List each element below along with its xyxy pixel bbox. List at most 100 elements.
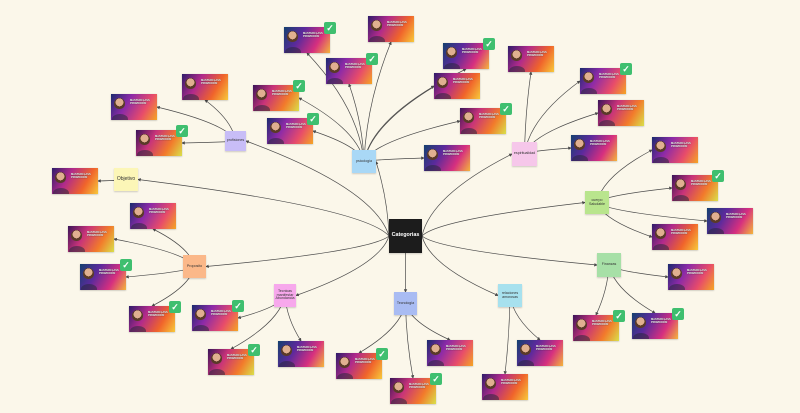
- presenter-photo: [446, 47, 457, 58]
- video-thumbnail[interactable]: MASTERCLASS PROMOCIÓN: [652, 137, 698, 163]
- link-profisiones: [245, 140, 390, 237]
- presenter-photo: [710, 212, 721, 223]
- video-thumbnail[interactable]: MASTERCLASS PROMOCIÓN: [508, 46, 554, 72]
- presenter-photo: [635, 317, 646, 328]
- video-thumbnail[interactable]: MASTERCLASS PROMOCIÓN: [707, 208, 753, 234]
- thumbnail-caption: MASTERCLASS PROMOCIÓN: [148, 311, 168, 318]
- video-thumbnail[interactable]: MASTERCLASS PROMOCIÓN: [668, 264, 714, 290]
- check-icon: ✓: [620, 63, 632, 75]
- link-tecnicas: [295, 235, 390, 297]
- thumbnail-caption: MASTERCLASS PROMOCIÓN: [130, 99, 150, 106]
- video-thumbnail[interactable]: MASTERCLASS PROMOCIÓN: [284, 27, 330, 53]
- presenter-photo: [393, 382, 404, 393]
- presenter-photo: [430, 344, 441, 355]
- category-node-tecnologia[interactable]: Tecnologia: [394, 292, 417, 315]
- presenter-body: [581, 88, 597, 94]
- presenter-body: [572, 155, 588, 161]
- video-thumbnail[interactable]: MASTERCLASS PROMOCIÓN: [267, 118, 313, 144]
- video-thumbnail[interactable]: MASTERCLASS PROMOCIÓN: [434, 73, 480, 99]
- video-thumbnail[interactable]: MASTERCLASS PROMOCIÓN: [129, 306, 175, 332]
- check-icon: ✓: [176, 125, 188, 137]
- video-thumbnail[interactable]: MASTERCLASS PROMOCIÓN: [571, 135, 617, 161]
- presenter-body: [669, 284, 685, 290]
- presenter-body: [653, 244, 669, 250]
- presenter-photo: [511, 50, 522, 61]
- link-finanzas: [421, 235, 598, 267]
- video-thumbnail[interactable]: MASTERCLASS PROMOCIÓN: [136, 130, 182, 156]
- video-thumbnail[interactable]: MASTERCLASS PROMOCIÓN: [517, 340, 563, 366]
- thumbnail-caption: MASTERCLASS PROMOCIÓN: [387, 21, 407, 28]
- center-node[interactable]: Categorias: [389, 219, 422, 253]
- video-thumbnail[interactable]: MASTERCLASS PROMOCIÓN: [80, 264, 126, 290]
- presenter-photo: [287, 31, 298, 42]
- presenter-body: [53, 188, 69, 194]
- category-node-profisiones[interactable]: profisiones: [225, 131, 246, 151]
- video-thumbnail[interactable]: MASTERCLASS PROMOCIÓN: [192, 305, 238, 331]
- video-thumbnail[interactable]: MASTERCLASS PROMOCIÓN: [336, 353, 382, 379]
- video-thumbnail[interactable]: MASTERCLASS PROMOCIÓN: [652, 224, 698, 250]
- video-thumbnail[interactable]: MASTERCLASS PROMOCIÓN: [368, 16, 414, 42]
- video-thumbnail[interactable]: MASTERCLASS PROMOCIÓN: [672, 175, 718, 201]
- link-thumb-19: [596, 202, 708, 223]
- video-thumbnail[interactable]: MASTERCLASS PROMOCIÓN: [68, 226, 114, 252]
- presenter-photo: [574, 139, 585, 150]
- video-thumbnail[interactable]: MASTERCLASS PROMOCIÓN: [460, 108, 506, 134]
- presenter-body: [708, 228, 724, 234]
- check-icon: ✓: [169, 301, 181, 313]
- video-thumbnail[interactable]: MASTERCLASS PROMOCIÓN: [52, 168, 98, 194]
- presenter-body: [130, 326, 146, 332]
- check-icon: ✓: [500, 103, 512, 115]
- link-thumb-3: [306, 52, 365, 162]
- presenter-body: [425, 165, 441, 171]
- video-thumbnail[interactable]: MASTERCLASS PROMOCIÓN: [632, 313, 678, 339]
- category-node-tecnicas[interactable]: Tecnicas manifestar Abundancia: [274, 284, 296, 307]
- thumbnail-caption: MASTERCLASS PROMOCIÓN: [462, 48, 482, 55]
- category-node-relaciones[interactable]: relaciones amorosas: [498, 284, 522, 307]
- video-thumbnail[interactable]: MASTERCLASS PROMOCIÓN: [208, 349, 254, 375]
- video-thumbnail[interactable]: MASTERCLASS PROMOCIÓN: [278, 341, 324, 367]
- presenter-body: [81, 284, 97, 290]
- presenter-body: [518, 360, 534, 366]
- presenter-body: [285, 47, 301, 53]
- category-node-objetivo[interactable]: Objetivo: [114, 168, 138, 191]
- thumbnail-caption: MASTERCLASS PROMOCIÓN: [691, 180, 711, 187]
- video-thumbnail[interactable]: MASTERCLASS PROMOCIÓN: [326, 58, 372, 84]
- video-thumbnail[interactable]: MASTERCLASS PROMOCIÓN: [182, 74, 228, 100]
- presenter-body: [131, 223, 147, 229]
- thumbnail-caption: MASTERCLASS PROMOCIÓN: [617, 105, 637, 112]
- video-thumbnail[interactable]: MASTERCLASS PROMOCIÓN: [424, 145, 470, 171]
- category-node-psicologia[interactable]: psicologia: [352, 150, 376, 173]
- presenter-photo: [132, 310, 143, 321]
- video-thumbnail[interactable]: MASTERCLASS PROMOCIÓN: [427, 340, 473, 366]
- video-thumbnail[interactable]: MASTERCLASS PROMOCIÓN: [598, 100, 644, 126]
- presenter-photo: [281, 345, 292, 356]
- presenter-photo: [71, 230, 82, 241]
- video-thumbnail[interactable]: MASTERCLASS PROMOCIÓN: [111, 94, 157, 120]
- check-icon: ✓: [376, 348, 388, 360]
- check-icon: ✓: [430, 373, 442, 385]
- thumbnail-caption: MASTERCLASS PROMOCIÓN: [479, 113, 499, 120]
- presenter-body: [391, 398, 407, 404]
- video-thumbnail[interactable]: MASTERCLASS PROMOCIÓN: [130, 203, 176, 229]
- category-node-espiritualidad[interactable]: espiritualidad: [512, 142, 537, 166]
- video-thumbnail[interactable]: MASTERCLASS PROMOCIÓN: [573, 315, 619, 341]
- video-thumbnail[interactable]: MASTERCLASS PROMOCIÓN: [580, 68, 626, 94]
- video-thumbnail[interactable]: MASTERCLASS PROMOCIÓN: [253, 85, 299, 111]
- presenter-body: [337, 373, 353, 379]
- presenter-photo: [329, 62, 340, 73]
- thumbnail-caption: MASTERCLASS PROMOCIÓN: [227, 354, 247, 361]
- category-node-proposito[interactable]: Proposito: [183, 255, 206, 278]
- thumbnail-caption: MASTERCLASS PROMOCIÓN: [443, 150, 463, 157]
- video-thumbnail[interactable]: MASTERCLASS PROMOCIÓN: [443, 43, 489, 69]
- presenter-body: [673, 195, 689, 201]
- check-icon: ✓: [293, 80, 305, 92]
- presenter-body: [112, 114, 128, 120]
- category-node-cuerpo[interactable]: cuerpo Saludable: [585, 191, 609, 214]
- category-node-finanzas[interactable]: Finanzas: [597, 253, 621, 277]
- video-thumbnail[interactable]: MASTERCLASS PROMOCIÓN: [390, 378, 436, 404]
- thumbnail-caption: MASTERCLASS PROMOCIÓN: [201, 79, 221, 86]
- presenter-body: [193, 325, 209, 331]
- presenter-body: [327, 78, 343, 84]
- video-thumbnail[interactable]: MASTERCLASS PROMOCIÓN: [482, 374, 528, 400]
